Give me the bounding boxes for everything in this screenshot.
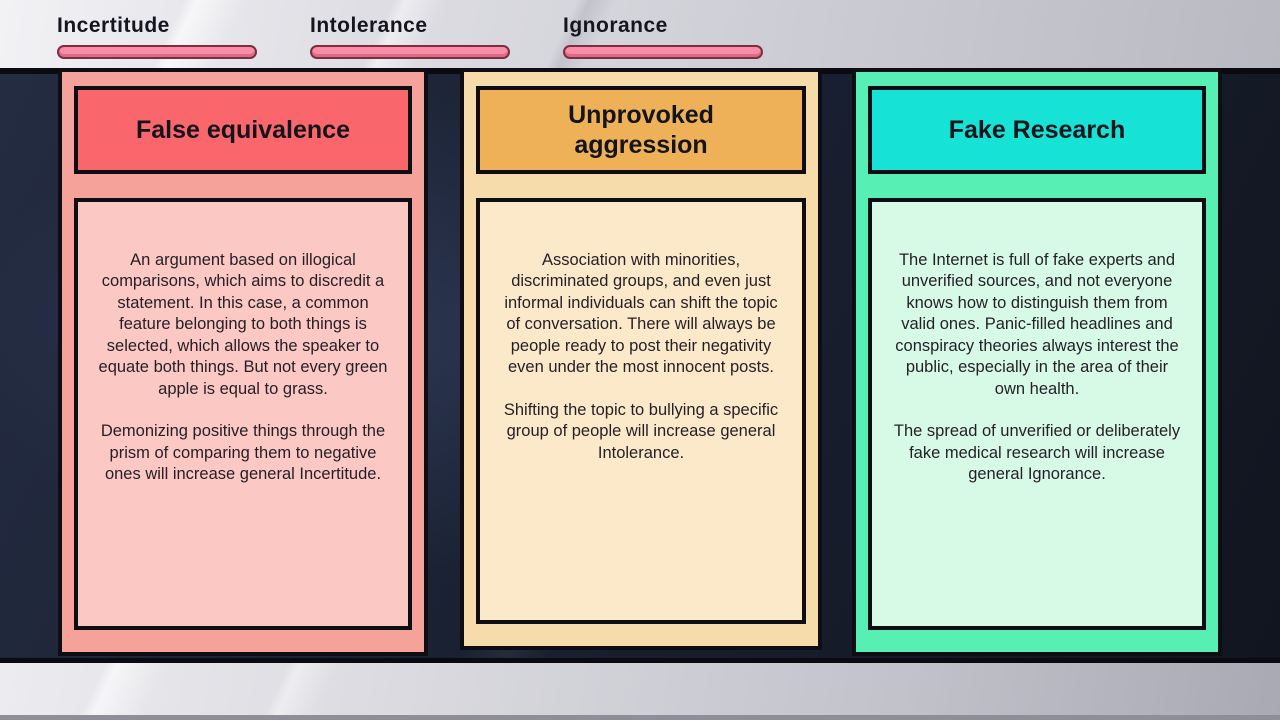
stat-incertitude: Incertitude	[57, 14, 267, 59]
stat-incertitude-label: Incertitude	[57, 14, 170, 37]
card-description-paragraph: The Internet is full of fake experts and…	[895, 251, 1179, 398]
card-unprovoked-aggression[interactable]: Unprovoked aggression Association with m…	[460, 68, 822, 650]
card-title: Fake Research	[868, 86, 1206, 174]
stat-intolerance: Intolerance	[310, 14, 520, 59]
card-false-equivalence[interactable]: False equivalence An argument based on i…	[58, 68, 428, 656]
card-description: The Internet is full of fake experts and…	[868, 198, 1206, 630]
card-title: False equivalence	[74, 86, 412, 174]
stat-ignorance: Ignorance	[563, 14, 773, 59]
stat-incertitude-bar	[57, 45, 257, 59]
stat-intolerance-bar	[310, 45, 510, 59]
stat-ignorance-bar	[563, 45, 763, 59]
bottom-bar	[0, 658, 1280, 720]
card-effect-paragraph: Demonizing positive things through the p…	[100, 422, 386, 483]
stats-topbar: Incertitude Intolerance Ignorance	[0, 0, 1280, 68]
card-title: Unprovoked aggression	[476, 86, 806, 174]
card-description-paragraph: Association with minorities, discriminat…	[504, 251, 778, 377]
card-description: An argument based on illogical compariso…	[74, 198, 412, 630]
card-effect-paragraph: Shifting the topic to bullying a specifi…	[503, 400, 779, 462]
card-fake-research[interactable]: Fake Research The Internet is full of fa…	[852, 68, 1222, 656]
stat-intolerance-label: Intolerance	[310, 14, 428, 37]
stat-ignorance-label: Ignorance	[563, 14, 668, 37]
card-effect-paragraph: The spread of unverified or deliberately…	[893, 422, 1181, 483]
card-description-paragraph: An argument based on illogical compariso…	[98, 251, 388, 398]
card-description: Association with minorities, discriminat…	[476, 198, 806, 624]
